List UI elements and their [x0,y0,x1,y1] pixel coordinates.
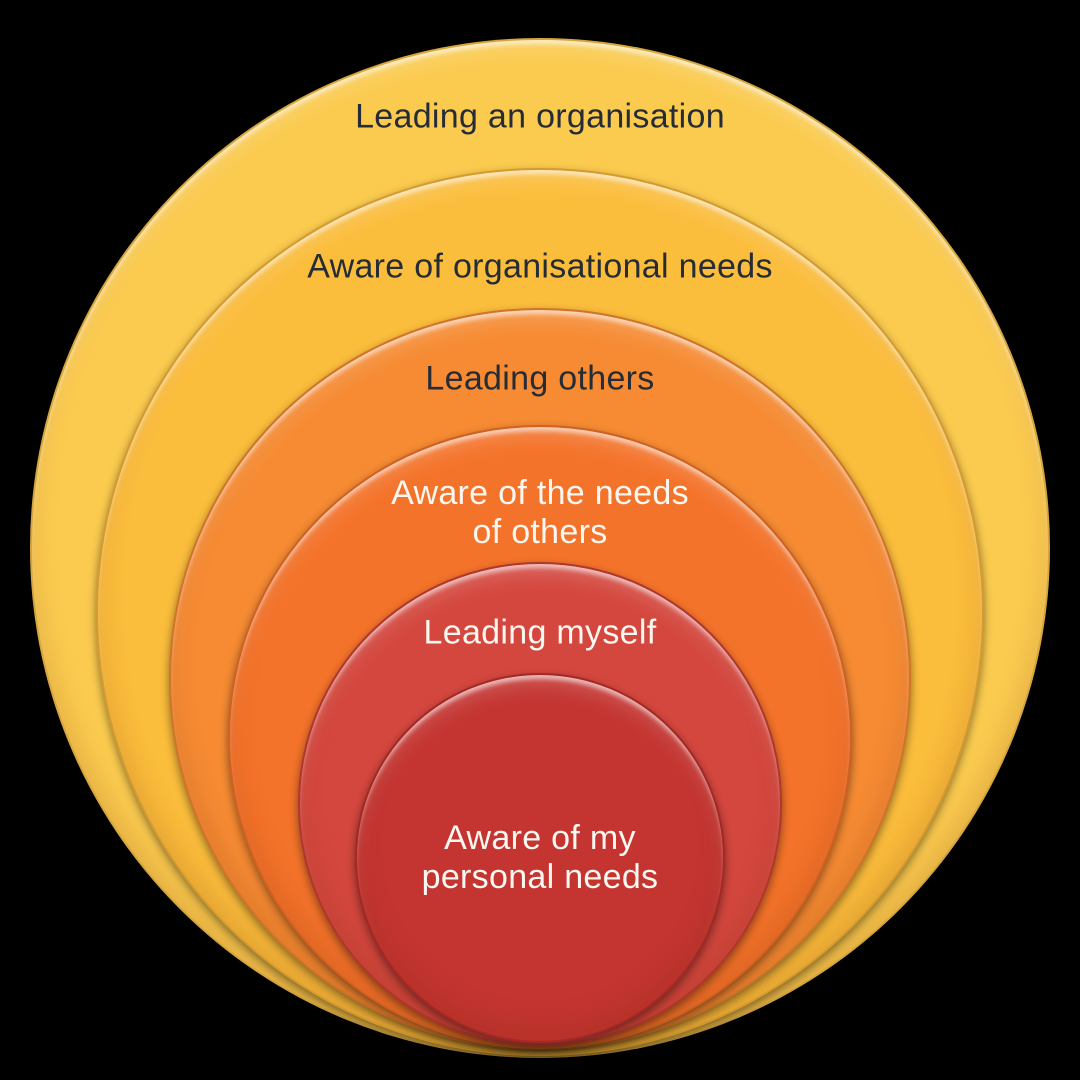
label-leading-myself: Leading myself [423,613,657,652]
label-aware-of-needs-of-others: Aware of the needs of others [391,474,689,551]
label-leading-an-organisation: Leading an organisation [355,97,725,136]
label-aware-of-my-personal-needs: Aware of my personal needs [421,819,659,896]
label-leading-others: Leading others [425,359,655,398]
label-aware-of-organisational-needs: Aware of organisational needs [307,247,773,286]
circle-aware-of-my-personal-needs [355,673,725,1043]
